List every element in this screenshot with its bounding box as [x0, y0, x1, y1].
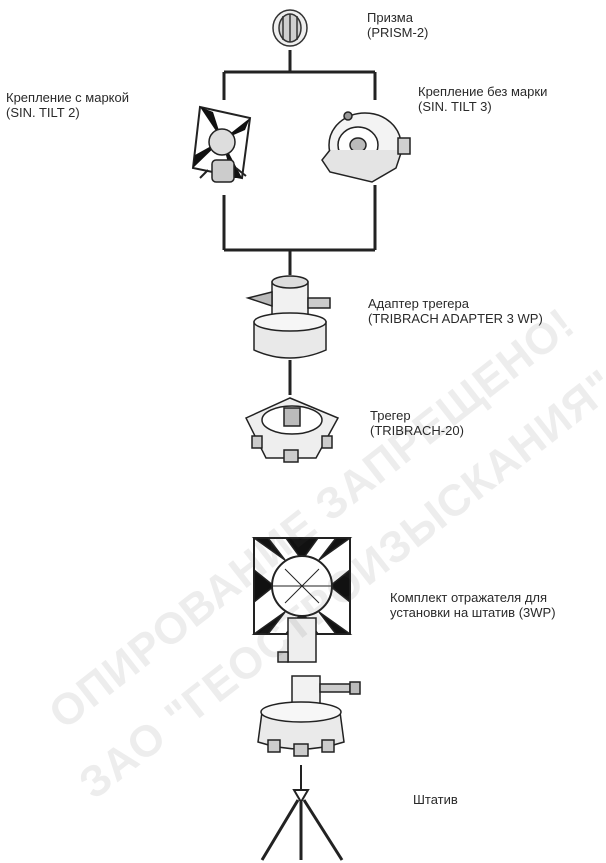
label-tilt3-code: (SIN. TILT 3)	[418, 99, 547, 114]
tribrach-icon	[246, 398, 338, 462]
label-tripod-name: Штатив	[413, 792, 458, 807]
tribrach-adapter-icon	[248, 276, 330, 372]
label-tilt3: Крепление без марки (SIN. TILT 3)	[418, 84, 547, 114]
label-tilt3-name: Крепление без марки	[418, 84, 547, 99]
label-tilt2-code: (SIN. TILT 2)	[6, 105, 129, 120]
tilt-holder-icon	[322, 112, 410, 182]
tripod-icon	[262, 790, 342, 860]
tilt-holder-with-target-icon	[193, 107, 250, 182]
label-kit-line1: Комплект отражателя для	[390, 590, 556, 605]
reflector-kit-icon	[254, 538, 360, 756]
label-adapter-name: Адаптер трегера	[368, 296, 543, 311]
prism-icon	[273, 10, 307, 46]
label-tribrach-code: (TRIBRACH-20)	[370, 423, 464, 438]
label-kit: Комплект отражателя для установки на шта…	[390, 590, 556, 620]
label-tilt2-name: Крепление с маркой	[6, 90, 129, 105]
label-tribrach: Трегер (TRIBRACH-20)	[370, 408, 464, 438]
label-tripod: Штатив	[413, 792, 458, 807]
label-prism-code: (PRISM-2)	[367, 25, 428, 40]
label-prism-name: Призма	[367, 10, 428, 25]
label-prism: Призма (PRISM-2)	[367, 10, 428, 40]
label-tribrach-name: Трегер	[370, 408, 464, 423]
label-adapter-code: (TRIBRACH ADAPTER 3 WP)	[368, 311, 543, 326]
label-tilt2: Крепление с маркой (SIN. TILT 2)	[6, 90, 129, 120]
label-kit-line2: установки на штатив (3WP)	[390, 605, 556, 620]
label-adapter: Адаптер трегера (TRIBRACH ADAPTER 3 WP)	[368, 296, 543, 326]
